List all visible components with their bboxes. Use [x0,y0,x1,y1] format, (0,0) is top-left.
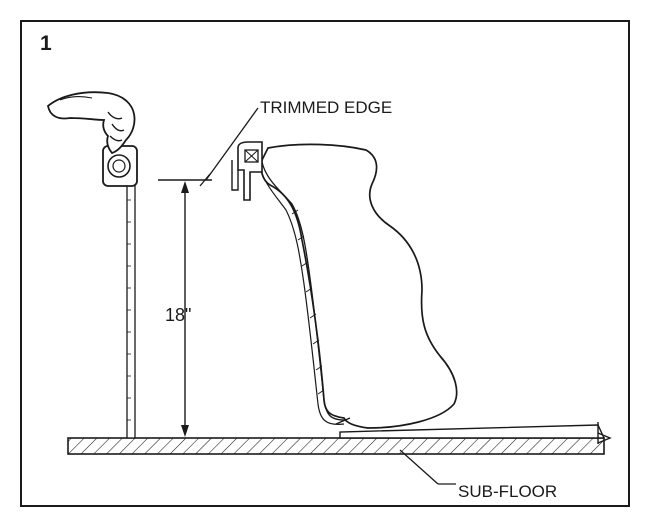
tape-measure [102,145,138,439]
height-dimension [158,179,212,437]
sub-floor [67,437,605,455]
sub-floor-label: SUB-FLOOR [458,482,558,501]
step-number: 1 [40,32,52,55]
height-label: 18" [165,305,192,325]
trimmed-edge-leader [199,107,259,187]
trimmed-edge-label: TRIMMED EDGE [260,98,393,117]
sub-floor-leader [399,449,456,485]
liner [257,143,458,429]
hand-icon [47,91,136,155]
figure-frame [20,20,630,507]
floor-liner [339,422,612,444]
wall-coping [231,141,263,201]
